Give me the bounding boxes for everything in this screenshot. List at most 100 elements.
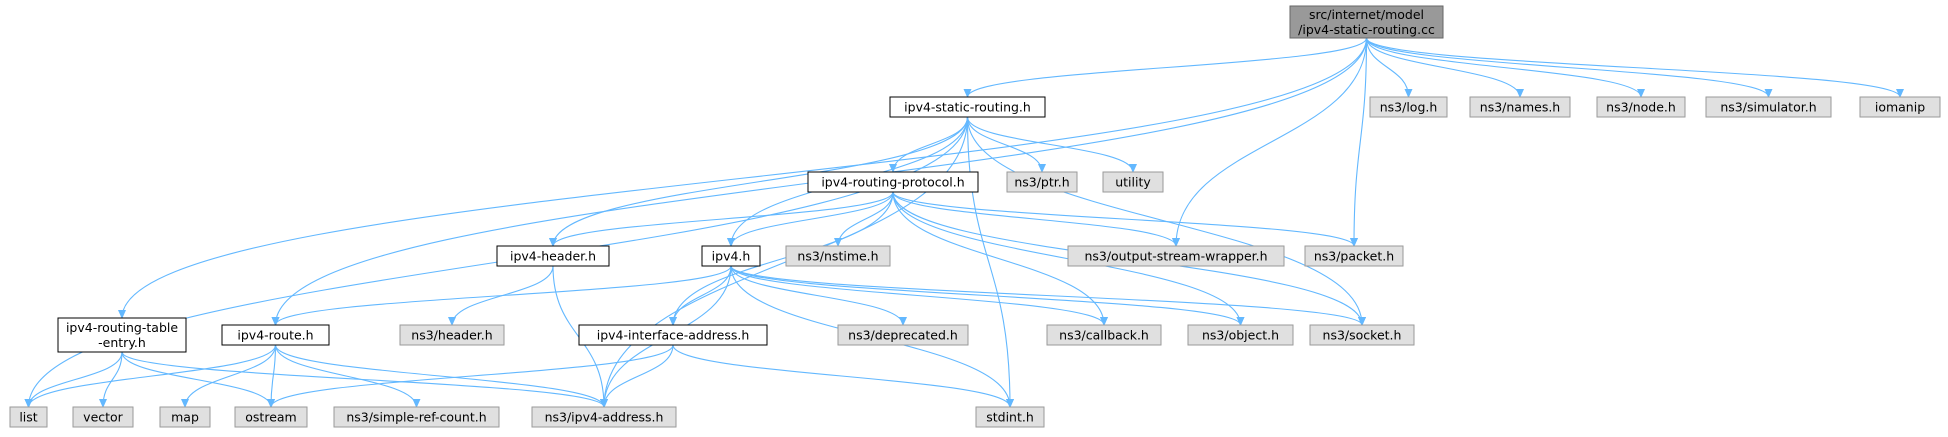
- node-ipv4-routing-protocol-h-label: ipv4-routing-protocol.h: [821, 175, 964, 190]
- node-ipv4-routing-protocol-h-box: [807, 171, 979, 193]
- dependency-nodes: src/internet/model/ipv4-static-routing.c…: [9, 5, 1941, 428]
- node-iomanip: iomanip: [1859, 96, 1941, 118]
- edge-route-to-list: [24, 344, 277, 408]
- edge-rte-to-ostream: [121, 351, 275, 408]
- node-src-internet-model-ipv4-static-routing-cc-label: /ipv4-static-routing.cc: [1298, 22, 1435, 37]
- node-utility-label: utility: [1115, 175, 1151, 190]
- node-ns3-packet-h: ns3/packet.h: [1304, 245, 1404, 267]
- edge-root-to-iomanip: [1365, 37, 1904, 98]
- edge-root-to-simulator: [1365, 37, 1773, 98]
- node-ns3-log-h: ns3/log.h: [1369, 96, 1448, 118]
- node-ostream-label: ostream: [245, 410, 296, 425]
- node-ostream-box: [234, 406, 308, 428]
- edge-ipv4-to-object: [730, 265, 1245, 326]
- node-ipv4-h-label: ipv4.h: [712, 249, 751, 264]
- edge-ipv4-to-deprecated: [730, 265, 907, 326]
- node-ipv4-routing-table-entry-h-box: [57, 317, 187, 353]
- node-ns3-deprecated-h-label: ns3/deprecated.h: [848, 328, 958, 343]
- node-ns3-nstime-h-label: ns3/nstime.h: [797, 249, 878, 264]
- node-iomanip-box: [1859, 96, 1941, 118]
- node-vector-label: vector: [83, 410, 124, 425]
- node-ns3-object-h: ns3/object.h: [1187, 324, 1294, 346]
- node-list: list: [9, 406, 48, 428]
- node-map-box: [159, 406, 211, 428]
- edge-route-to-map: [181, 344, 277, 408]
- node-ns3-socket-h: ns3/socket.h: [1309, 324, 1415, 346]
- node-ipv4-routing-table-entry-h[interactable]: ipv4-routing-table-entry.h: [57, 317, 187, 353]
- node-ns3-ipv4-address-h-label: ns3/ipv4-address.h: [545, 410, 664, 425]
- node-ipv4-interface-address-h-label: ipv4-interface-address.h: [597, 328, 750, 343]
- edge-static_h-to-ptr: [966, 116, 1046, 173]
- node-ns3-ptr-h-box: [1006, 171, 1078, 193]
- edge-static_h-to-utility: [966, 116, 1137, 173]
- node-utility-box: [1102, 171, 1164, 193]
- edge-routing_protocol-to-iface: [669, 191, 894, 326]
- edge-root-to-rte: [118, 37, 1368, 319]
- edge-static_h-to-stdint: [966, 116, 1014, 408]
- node-ns3-socket-h-box: [1309, 324, 1415, 346]
- node-ns3-ptr-h: ns3/ptr.h: [1006, 171, 1078, 193]
- edge-ipv4-to-route: [271, 265, 732, 326]
- edge-route-to-simple_ref: [274, 344, 421, 408]
- edge-routing_protocol-to-osw: [892, 191, 1180, 247]
- node-ns3-simple-ref-count-h-label: ns3/simple-ref-count.h: [346, 410, 486, 425]
- edge-route-to-address: [274, 344, 608, 408]
- node-ns3-header-h-label: ns3/header.h: [411, 328, 492, 343]
- node-ostream: ostream: [234, 406, 308, 428]
- node-ns3-names-h: ns3/names.h: [1469, 96, 1571, 118]
- node-ns3-log-h-label: ns3/log.h: [1380, 100, 1438, 115]
- edge-ipv4-to-socket: [730, 265, 1366, 326]
- node-list-box: [9, 406, 48, 428]
- node-ipv4-route-h-box: [221, 324, 330, 346]
- node-ipv4-header-h[interactable]: ipv4-header.h: [496, 245, 610, 267]
- node-ns3-deprecated-h: ns3/deprecated.h: [837, 324, 969, 346]
- node-ns3-packet-h-label: ns3/packet.h: [1314, 249, 1394, 264]
- node-ns3-callback-h: ns3/callback.h: [1046, 324, 1162, 346]
- node-src-internet-model-ipv4-static-routing-cc[interactable]: src/internet/model/ipv4-static-routing.c…: [1289, 5, 1444, 39]
- node-ipv4-routing-table-entry-h-label: ipv4-routing-table: [66, 320, 178, 335]
- edge-iface-to-address: [600, 344, 674, 408]
- node-ns3-node-h: ns3/node.h: [1596, 96, 1686, 118]
- edge-routing_protocol-to-object: [892, 191, 1245, 326]
- node-ipv4-route-h[interactable]: ipv4-route.h: [221, 324, 330, 346]
- edge-root-to-log: [1365, 37, 1413, 98]
- edge-root-to-node: [1365, 37, 1645, 98]
- node-map-label: map: [171, 410, 199, 425]
- edge-root-to-names: [1365, 37, 1524, 98]
- node-ipv4-routing-protocol-h[interactable]: ipv4-routing-protocol.h: [807, 171, 979, 193]
- edge-root-to-static_h: [963, 37, 1368, 98]
- node-vector: vector: [72, 406, 134, 428]
- node-ipv4-interface-address-h[interactable]: ipv4-interface-address.h: [578, 324, 768, 346]
- node-ns3-names-h-label: ns3/names.h: [1480, 100, 1560, 115]
- edge-routing_protocol-to-packet: [892, 191, 1358, 247]
- node-ns3-simulator-h-box: [1705, 96, 1832, 118]
- node-ns3-packet-h-box: [1304, 245, 1404, 267]
- node-src-internet-model-ipv4-static-routing-cc-label: src/internet/model: [1309, 7, 1424, 22]
- node-ipv4-static-routing-h-box: [889, 96, 1046, 118]
- node-ns3-output-stream-wrapper-h: ns3/output-stream-wrapper.h: [1067, 245, 1285, 267]
- edge-routing_protocol-to-header: [549, 191, 894, 247]
- node-ns3-ipv4-address-h: ns3/ipv4-address.h: [531, 406, 677, 428]
- node-ns3-names-h-box: [1469, 96, 1571, 118]
- node-ipv4-interface-address-h-box: [578, 324, 768, 346]
- node-ns3-simulator-h: ns3/simulator.h: [1705, 96, 1832, 118]
- node-ipv4-routing-table-entry-h-label: -entry.h: [98, 335, 146, 350]
- node-ns3-log-h-box: [1369, 96, 1448, 118]
- node-ns3-object-h-box: [1187, 324, 1294, 346]
- node-ipv4-static-routing-h[interactable]: ipv4-static-routing.h: [889, 96, 1046, 118]
- node-ns3-ipv4-address-h-box: [531, 406, 677, 428]
- node-ipv4-h[interactable]: ipv4.h: [701, 245, 761, 267]
- node-stdint-h-label: stdint.h: [986, 410, 1034, 425]
- node-ns3-socket-h-label: ns3/socket.h: [1323, 328, 1402, 343]
- node-list-label: list: [19, 410, 37, 425]
- node-ipv4-header-h-label: ipv4-header.h: [510, 249, 596, 264]
- edge-iface-to-stdint: [672, 344, 1014, 408]
- node-ns3-nstime-h: ns3/nstime.h: [785, 245, 891, 267]
- node-vector-box: [72, 406, 134, 428]
- edge-static_h-to-header: [549, 116, 969, 247]
- edge-rte-to-vector: [99, 351, 123, 408]
- node-ns3-deprecated-h-box: [837, 324, 969, 346]
- node-ns3-output-stream-wrapper-h-label: ns3/output-stream-wrapper.h: [1084, 249, 1267, 264]
- node-ns3-simple-ref-count-h-box: [333, 406, 500, 428]
